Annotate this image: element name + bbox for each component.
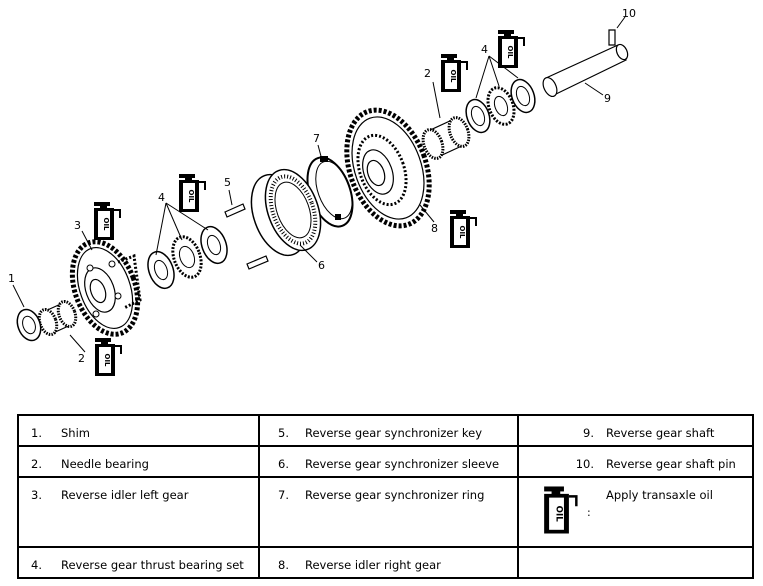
legend-number: 7. (278, 488, 289, 502)
oil-icon-needle-bearing-left (94, 337, 122, 377)
legend-row: 3. Reverse idler left gear 7. Reverse gear… (17, 476, 754, 548)
oil-icon-shaft-bearing (497, 29, 525, 69)
legend-label: Reverse gear shaft pin (606, 457, 736, 471)
callout-1: 1 (8, 272, 15, 285)
needle-bearing-left (37, 299, 78, 337)
legend-label: Reverse gear synchronizer sleeve (305, 457, 500, 471)
legend-number: 9. (583, 426, 594, 440)
legend-label: Shim (61, 426, 90, 440)
legend-label: Apply transaxle oil (606, 488, 713, 502)
needle-bearing-right (421, 116, 471, 160)
legend-label: Reverse idler left gear (61, 488, 189, 502)
legend-label: Needle bearing (61, 457, 149, 471)
callout-2-right: 2 (424, 67, 431, 80)
callout-2-left: 2 (78, 352, 85, 365)
reverse-gear-shaft (542, 43, 629, 98)
reverse-idler-right-gear (344, 107, 432, 229)
legend-row: 1. Shim 5. Reverse gear synchronizer key 9… (17, 414, 754, 447)
reverse-gear-synchronizer-sleeve (250, 168, 322, 257)
legend-label: Reverse gear synchronizer ring (305, 488, 485, 502)
legend-number: 6. (278, 457, 289, 471)
legend-colon: : (587, 506, 591, 519)
legend-number: 1. (31, 426, 42, 440)
thrust-bearing-set-right (465, 78, 536, 134)
legend-row: 4. Reverse gear thrust bearing set 8. Reve… (17, 546, 754, 579)
oil-icon-needle-bearing-right (440, 53, 468, 93)
legend-number: 3. (31, 488, 42, 502)
legend-label: Reverse gear synchronizer key (305, 426, 483, 440)
oil-icon-left-gear (93, 201, 121, 241)
callout-6: 6 (318, 259, 325, 272)
legend-label: Reverse idler right gear (305, 558, 441, 572)
exploded-view-diagram: OIL (8, 7, 636, 377)
reverse-gear-shaft-pin (608, 29, 616, 46)
callout-7: 7 (313, 132, 320, 145)
legend-number: 10. (575, 457, 594, 471)
legend-label: Reverse gear shaft (606, 426, 715, 440)
callout-4-right: 4 (481, 43, 488, 56)
oil-word: OIL (554, 506, 564, 523)
callout-8: 8 (431, 222, 438, 235)
callout-9: 9 (604, 92, 611, 105)
oil-icon-right-gear (449, 209, 477, 249)
callout-4-left: 4 (158, 191, 165, 204)
legend-number: 4. (31, 558, 42, 572)
thrust-bearing-set-left (147, 225, 228, 290)
callout-10: 10 (622, 7, 636, 20)
callout-5: 5 (224, 176, 231, 189)
oil-icon-left-thrust-bearing (178, 173, 206, 213)
legend-table: 1. Shim 5. Reverse gear synchronizer key 9… (17, 414, 754, 579)
reverse-idler-left-gear (69, 239, 142, 337)
legend-number: 2. (31, 457, 42, 471)
callout-3: 3 (74, 219, 81, 232)
legend-label: Reverse gear thrust bearing set (61, 558, 244, 572)
legend-number: 8. (278, 558, 289, 572)
shim (16, 308, 42, 342)
reverse-gear-synchronizer-key (224, 203, 269, 270)
legend-row: 2. Needle bearing 6. Reverse gear synchron… (17, 445, 754, 478)
legend-number: 5. (278, 426, 289, 440)
oil-icon: OIL (544, 486, 578, 534)
